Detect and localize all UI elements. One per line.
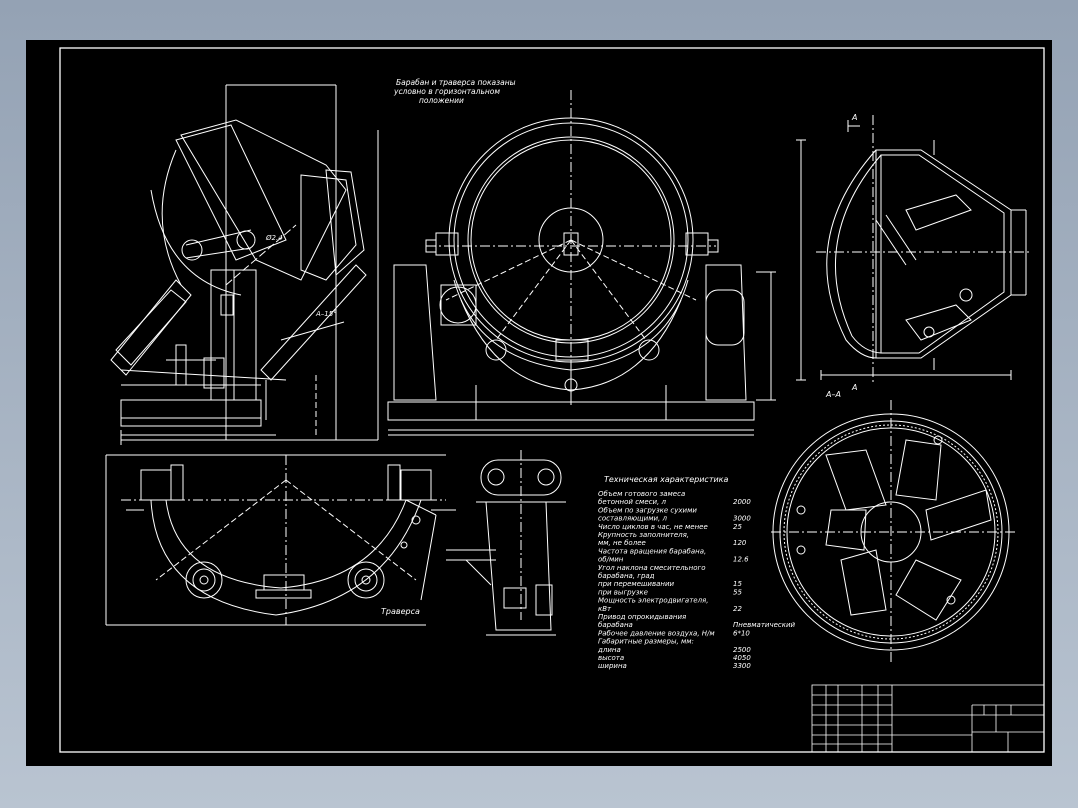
spec-label: Частота вращения барабана, [598,547,706,555]
spec-value: 15 [733,580,742,588]
spec-label: мм, не более [598,539,646,547]
side-view: А–15° Ø2.4 [110,84,379,445]
bracket-detail-view [446,450,566,636]
section-mark-top: А [851,113,857,122]
spec-label: ширина [598,662,627,670]
spec-value: 3000 [733,515,751,523]
svg-text:А–15°: А–15° [315,310,337,318]
title-block [811,684,1045,753]
spec-value: 55 [733,588,742,596]
front-view [387,90,776,436]
spec-value: Пневматический [733,621,796,629]
spec-value: 12.6 [733,556,749,564]
tech-specs-title: Техническая характеристика [604,475,729,484]
spec-value: 2000 [733,498,751,506]
drawing-sheet: А–15° Ø2.4 [26,40,1052,766]
tech-specs: Техническая характеристика Объем готовог… [597,475,796,670]
spec-label: при перемешивании [598,580,675,588]
spec-label: бетонной смеси, л [598,498,666,506]
spec-label: об/мин [598,556,624,564]
traverse-label: Траверса [381,607,420,616]
section-a-a-view [771,400,1016,665]
traverse-view [105,454,456,626]
spec-value: 25 [733,523,742,531]
spec-value: 3300 [733,662,751,670]
spec-value: 6*10 [733,629,750,637]
svg-text:Ø2.4: Ø2.4 [265,234,283,242]
spec-label: барабана [598,621,633,629]
spec-label: Число циклов в час, не менее [598,523,708,531]
spec-label: Мощность электродвигателя, [598,597,708,605]
spec-value: 4050 [733,654,751,662]
spec-label: кВт [598,605,612,613]
spec-label: Угол наклона смесительного [598,564,706,572]
spec-value: 2500 [733,646,751,654]
spec-label: барабана, град [598,572,655,580]
spec-label: Рабочее давление воздуха, Н/м [598,629,715,637]
spec-label: Объем готового замеса [598,490,685,498]
spec-label: при выгрузке [598,588,648,596]
section-label: А–А [825,390,841,399]
spec-label: высота [598,654,624,662]
section-mark-bottom: А [851,383,857,392]
spec-label: составляющими, л [598,515,667,523]
spec-value: 22 [733,605,742,613]
spec-label: Крупность заполнителя, [598,531,689,539]
drawing-note: Барабан и траверса показаны условно в го… [393,78,518,105]
spec-label: Привод опрокидывания [598,613,686,621]
drawing-frame [59,47,1045,753]
cad-drawing: А–15° Ø2.4 [59,47,1045,753]
spec-label: Объем по загрузке сухими [598,506,697,514]
spec-value: 120 [733,539,747,547]
drum-section-view [796,115,1031,385]
spec-label: Габаритные размеры, мм: [598,638,694,646]
spec-label: длина [597,646,621,654]
